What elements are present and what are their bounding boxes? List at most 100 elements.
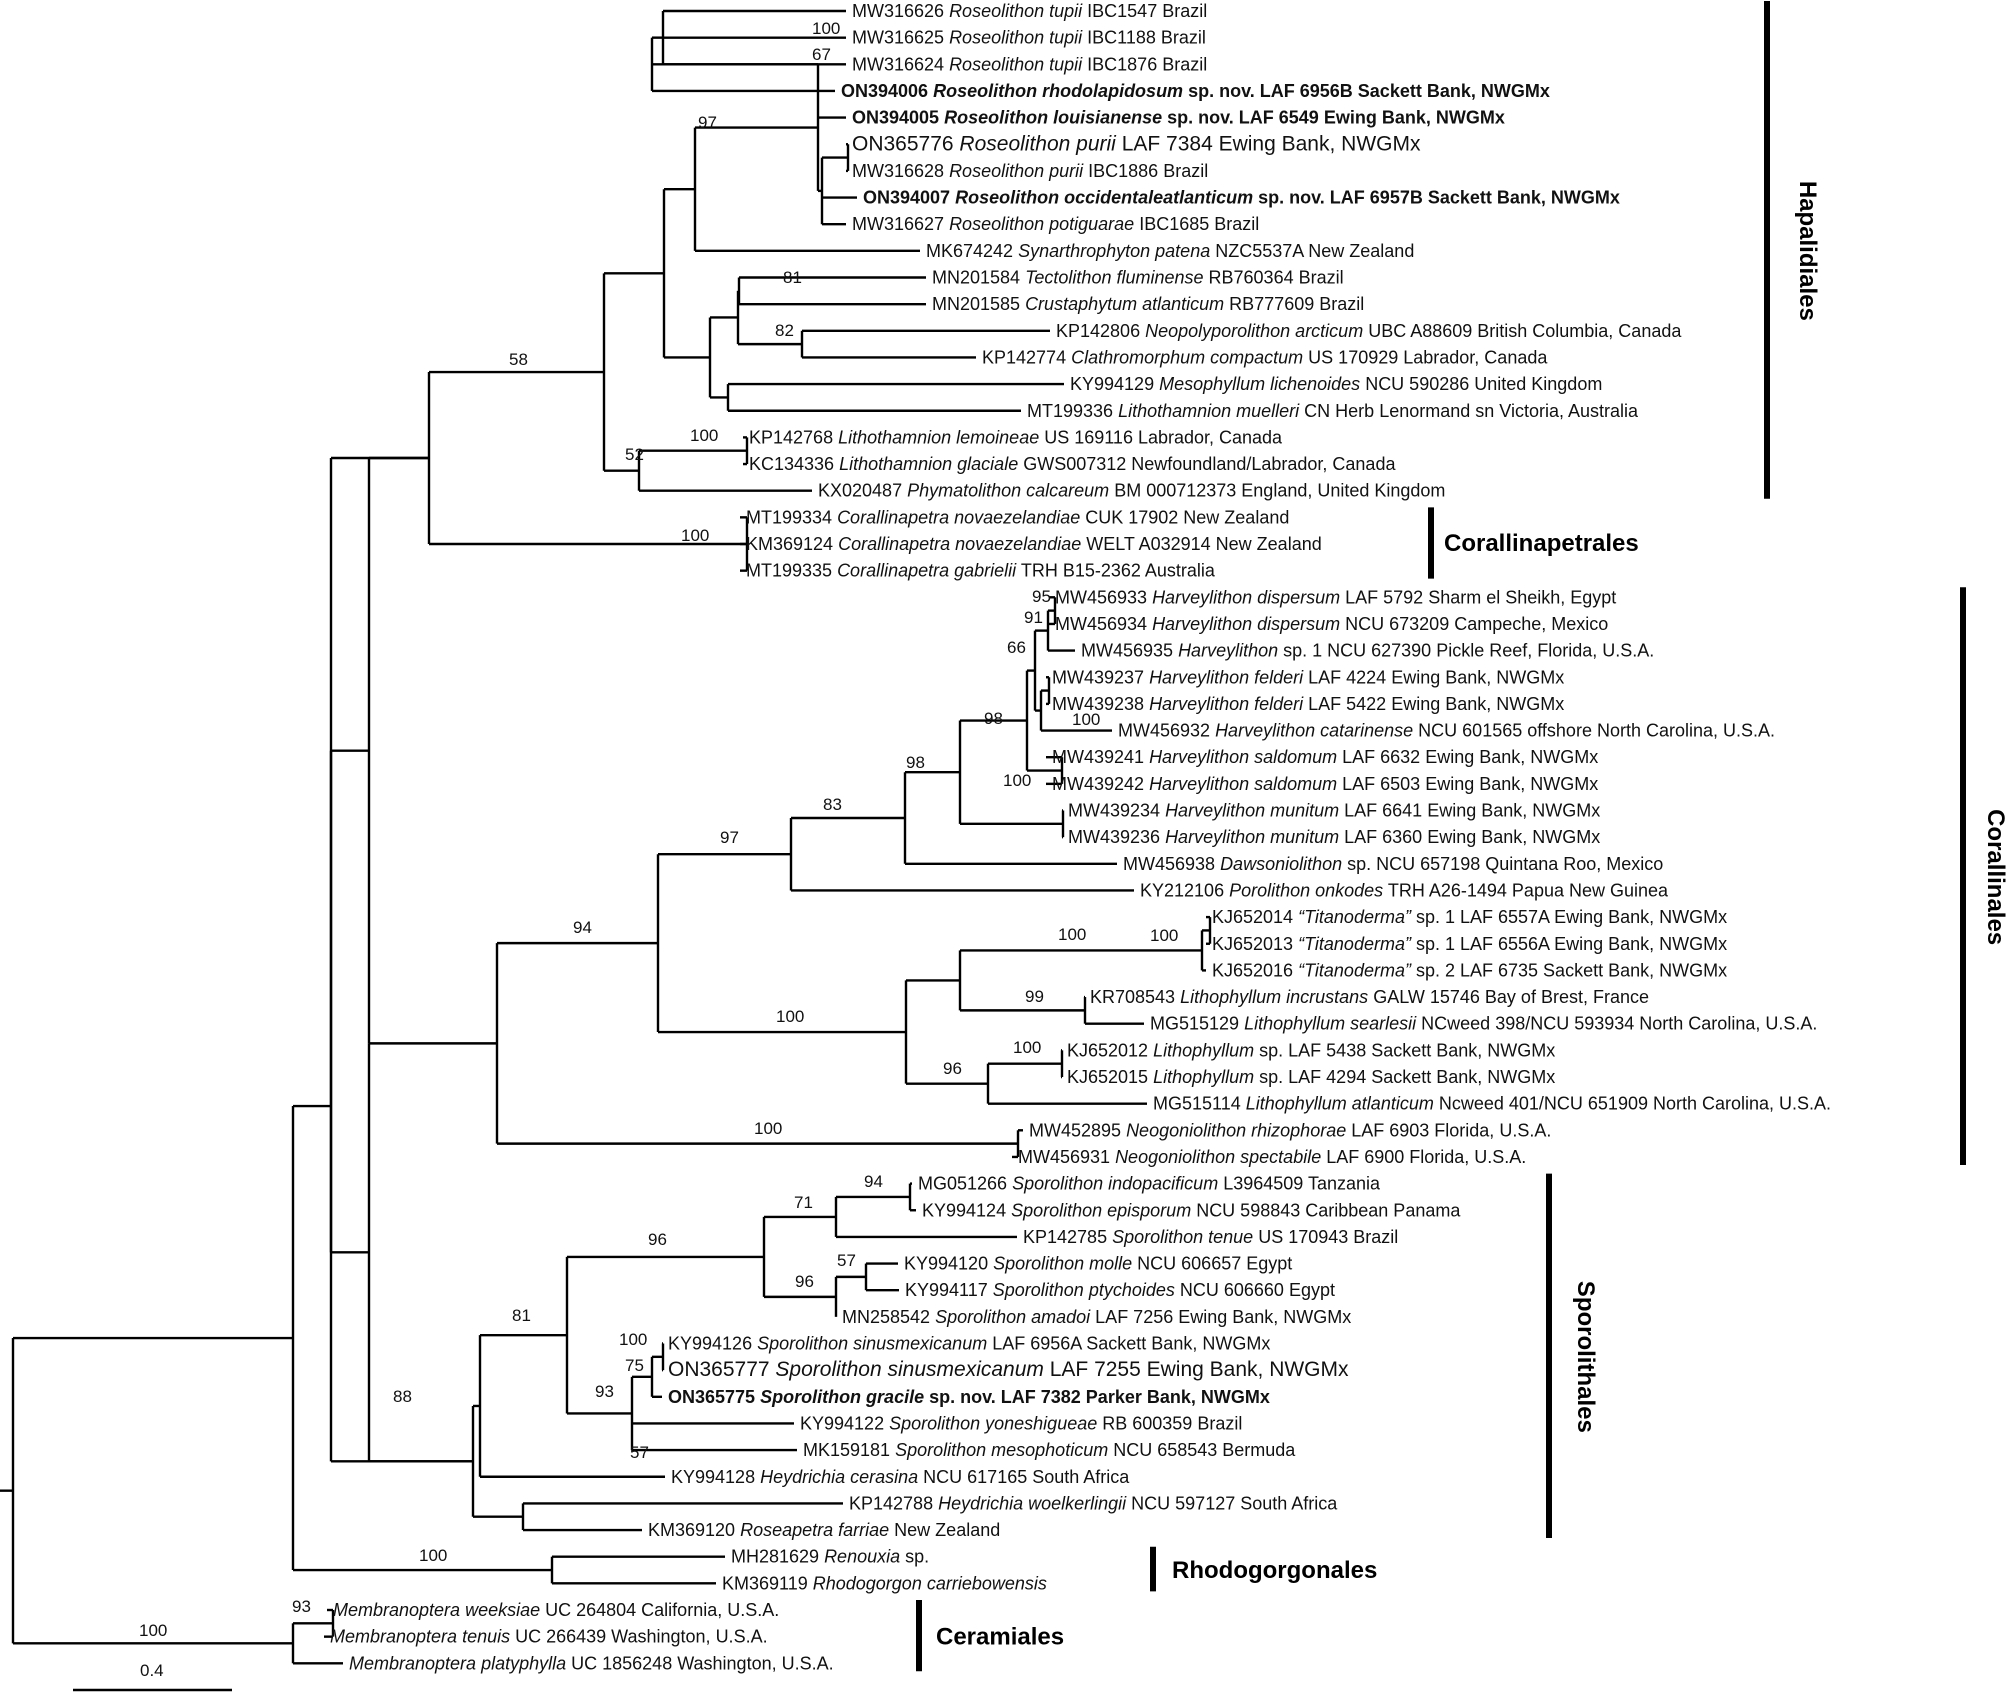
tip-voucher: GALW 15746 Bay of Brest, France [1368, 987, 1649, 1007]
tip-label: MN201585 Crustaphytum atlanticum RB77760… [932, 294, 1364, 314]
tip-label: MW439234 Harveylithon munitum LAF 6641 E… [1068, 801, 1600, 821]
tip-voucher: NCU 598843 Caribbean Panama [1191, 1200, 1461, 1220]
tip-accession: MG515114 [1153, 1094, 1246, 1114]
tip-accession: MN201584 [932, 268, 1025, 288]
tip-label: KM369120 Roseapetra farriae New Zealand [648, 1520, 1000, 1540]
support-value: 94 [573, 918, 592, 937]
tip-label: Membranoptera platyphylla UC 1856248 Was… [349, 1653, 834, 1673]
tip-voucher: LAF 6903 Florida, U.S.A. [1346, 1120, 1551, 1140]
tip-species: Roseolithon tupii [949, 28, 1083, 48]
clade-label: Hapalidiales [1794, 181, 1821, 321]
tip-label: KP142788 Heydrichia woelkerlingii NCU 59… [849, 1493, 1338, 1513]
tip-voucher: NCU 601565 offshore North Carolina, U.S.… [1413, 721, 1775, 741]
tip-voucher: sp. 2 LAF 6735 Sackett Bank, NWGMx [1411, 960, 1727, 980]
tip-voucher: NCU 590286 United Kingdom [1360, 374, 1602, 394]
tip-species: Sporolithon sinusmexicanum [775, 1358, 1043, 1381]
tip-species: Neogoniolithon rhizophorae [1126, 1120, 1346, 1140]
tip-species: Harveylithon saldomum [1149, 774, 1337, 794]
tip-species: Lithophyllum [1153, 1040, 1254, 1060]
tip-voucher: UC 264804 California, U.S.A. [540, 1600, 779, 1620]
tip-label: KY994126 Sporolithon sinusmexicanum LAF … [668, 1334, 1270, 1354]
tip-accession: ON365775 [668, 1387, 760, 1407]
tip-voucher: LAF 6503 Ewing Bank, NWGMx [1337, 774, 1598, 794]
tip-accession: MW439238 [1052, 694, 1149, 714]
tip-species: Corallinapetra novaezelandiae [838, 534, 1081, 554]
tip-accession: MK674242 [926, 241, 1018, 261]
support-value: 57 [630, 1443, 649, 1462]
tip-label: ON394007 Roseolithon occidentaleatlantic… [863, 188, 1620, 208]
tip-accession: MW316624 [852, 54, 949, 74]
tip-label: ON394005 Roseolithon louisianense sp. no… [852, 108, 1505, 128]
tip-accession: KR708543 [1090, 987, 1180, 1007]
support-value: 67 [812, 45, 831, 64]
tip-label: MT199335 Corallinapetra gabrielii TRH B1… [746, 561, 1216, 581]
clade-label: Rhodogorgonales [1172, 1557, 1377, 1584]
support-value: 100 [139, 1621, 167, 1640]
tip-species: Roseolithon potiguarae [949, 214, 1134, 234]
tip-species: Harveylithon saldomum [1149, 747, 1337, 767]
tip-voucher: sp. 1 LAF 6557A Ewing Bank, NWGMx [1411, 907, 1727, 927]
tip-accession: MK159181 [803, 1440, 895, 1460]
tip-voucher: IBC1886 Brazil [1083, 161, 1208, 181]
tip-voucher: L3964509 Tanzania [1218, 1174, 1381, 1194]
tip-species: Sporolithon molle [993, 1254, 1132, 1274]
tip-label: ON394006 Roseolithon rhodolapidosum sp. … [841, 81, 1550, 101]
tip-label: KR708543 Lithophyllum incrustans GALW 15… [1090, 987, 1649, 1007]
tip-accession: KJ652013 [1212, 934, 1298, 954]
tip-species: Roseolithon tupii [949, 1, 1083, 21]
tip-species: Porolithon onkodes [1229, 880, 1383, 900]
tip-label: KJ652014 “Titanoderma” sp. 1 LAF 6557A E… [1212, 907, 1727, 927]
tip-label: Membranoptera tenuis UC 266439 Washingto… [330, 1627, 768, 1647]
tip-species: “Titanoderma” [1298, 907, 1412, 927]
tip-voucher: TRH A26-1494 Papua New Guinea [1383, 880, 1669, 900]
tip-label: MK159181 Sporolithon mesophoticum NCU 65… [803, 1440, 1296, 1460]
tip-label: MN201584 Tectolithon fluminense RB760364… [932, 268, 1344, 288]
tip-label: MT199334 Corallinapetra novaezelandiae C… [746, 507, 1289, 527]
support-value: 93 [292, 1597, 311, 1616]
tip-voucher: New Zealand [889, 1520, 1000, 1540]
tip-species: Roseolithon occidentaleatlanticum [955, 188, 1253, 208]
tip-species: Clathromorphum compactum [1071, 347, 1303, 367]
tip-voucher: UC 1856248 Washington, U.S.A. [566, 1653, 833, 1673]
tip-label: KX020487 Phymatolithon calcareum BM 0007… [818, 481, 1445, 501]
tip-voucher: TRH B15-2362 Australia [1016, 561, 1216, 581]
tip-species: Roseolithon purii [959, 132, 1117, 155]
tip-voucher: LAF 6956A Sackett Bank, NWGMx [987, 1334, 1270, 1354]
tip-label: Membranoptera weeksiae UC 264804 Califor… [333, 1600, 779, 1620]
tip-voucher: LAF 4224 Ewing Bank, NWGMx [1303, 667, 1564, 687]
tip-species: Membranoptera weeksiae [333, 1600, 540, 1620]
support-value: 100 [1013, 1038, 1041, 1057]
tip-voucher: NCU 617165 South Africa [918, 1467, 1130, 1487]
tip-voucher: LAF 5422 Ewing Bank, NWGMx [1303, 694, 1564, 714]
support-value: 96 [648, 1230, 667, 1249]
tip-label: KJ652012 Lithophyllum sp. LAF 5438 Sacke… [1067, 1040, 1555, 1060]
tip-voucher: sp. [900, 1547, 929, 1567]
tip-species: Harveylithon catarinense [1215, 721, 1413, 741]
clade-label: Corallinales [1982, 809, 2008, 945]
tip-species: Sporolithon indopacificum [1012, 1174, 1218, 1194]
tip-voucher: UC 266439 Washington, U.S.A. [510, 1627, 767, 1647]
tip-label: ON365777 Sporolithon sinusmexicanum LAF … [668, 1358, 1349, 1381]
tip-label: MW316627 Roseolithon potiguarae IBC1685 … [852, 214, 1259, 234]
tip-accession: ON365777 [668, 1358, 775, 1381]
support-value: 75 [625, 1356, 644, 1375]
tip-species: Sporolithon tenue [1112, 1227, 1253, 1247]
tip-species: Harveylithon dispersum [1152, 614, 1340, 634]
tip-label: MT199336 Lithothamnion muelleri CN Herb … [1027, 401, 1639, 421]
tip-accession: MW456935 [1081, 641, 1178, 661]
tip-species: Membranoptera platyphylla [349, 1653, 566, 1673]
tip-species: “Titanoderma” [1298, 934, 1412, 954]
tip-label: KJ652016 “Titanoderma” sp. 2 LAF 6735 Sa… [1212, 960, 1727, 980]
tip-voucher: sp. LAF 4294 Sackett Bank, NWGMx [1254, 1067, 1555, 1087]
tip-species: Harveylithon munitum [1165, 827, 1339, 847]
tip-accession: KJ652015 [1067, 1067, 1153, 1087]
tip-species: Dawsoniolithon [1220, 854, 1342, 874]
tip-accession: MT199336 [1027, 401, 1118, 421]
tip-species: Roseolithon louisianense [944, 108, 1162, 128]
tip-label: KY994124 Sporolithon episporum NCU 59884… [922, 1200, 1461, 1220]
support-value: 97 [720, 828, 739, 847]
tip-species: Heydrichia cerasina [760, 1467, 918, 1487]
tip-accession: ON394006 [841, 81, 933, 101]
tip-voucher: WELT A032914 New Zealand [1081, 534, 1321, 554]
tip-accession: MW316628 [852, 161, 949, 181]
